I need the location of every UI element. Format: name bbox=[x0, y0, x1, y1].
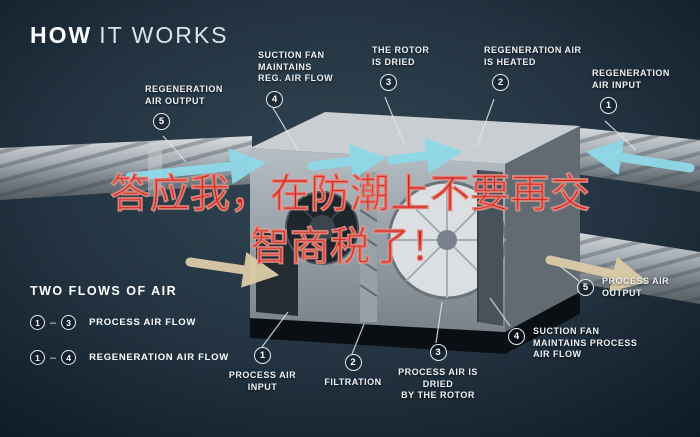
callout-filtration: 2 FILTRATION bbox=[320, 354, 386, 389]
callout-suction-fan-reg: SUCTION FAN MAINTAINS REG. AIR FLOW 4 bbox=[258, 50, 334, 109]
overlay-caption-line2: 智商税了！ bbox=[250, 223, 451, 270]
callout-number-badge: 5 bbox=[577, 279, 594, 297]
callout-label: PROCESS AIR OUTPUT bbox=[602, 276, 670, 298]
callout-label: REGENERATION AIR OUTPUT bbox=[145, 84, 223, 106]
page-title-light: IT WORKS bbox=[99, 22, 229, 48]
callout-number-badge: 4 bbox=[508, 328, 525, 345]
callout-number-badge: 2 bbox=[344, 354, 362, 371]
callout-label: SUCTION FAN MAINTAINS PROCESS AIR FLOW bbox=[533, 326, 638, 360]
callout-number-badge: 1 bbox=[254, 347, 271, 364]
legend-number-badge: 1 bbox=[30, 350, 45, 365]
left-duct bbox=[0, 136, 252, 200]
callout-label: PROCESS AIR IS DRIED BY THE ROTOR bbox=[398, 367, 478, 401]
callout-label: REGENERATION AIR IS HEATED bbox=[484, 45, 582, 67]
legend-title: TWO FLOWS OF AIR bbox=[30, 284, 178, 298]
legend-label: PROCESS AIR FLOW bbox=[89, 317, 197, 328]
overlay-caption: 答应我，在防潮上不要再交 智商税了！ bbox=[0, 168, 700, 274]
callout-label: PROCESS AIR INPUT bbox=[228, 370, 297, 392]
callout-number-badge: 4 bbox=[266, 91, 283, 109]
callout-rotor-dried: THE ROTOR IS DRIED 3 bbox=[372, 45, 430, 92]
legend-number-badge: 3 bbox=[61, 315, 77, 330]
legend-process-air-flow: 1 – 3 PROCESS AIR FLOW bbox=[30, 315, 196, 330]
callout-number-badge: 3 bbox=[380, 74, 397, 92]
leader-lines bbox=[162, 96, 637, 355]
process-airflow-arrows bbox=[185, 252, 649, 292]
page-title-bold: HOW bbox=[30, 22, 93, 48]
callout-label: FILTRATION bbox=[324, 377, 382, 387]
callout-regeneration-air-output: REGENERATION AIR OUTPUT 5 bbox=[145, 84, 223, 131]
callout-regeneration-air-heated: REGENERATION AIR IS HEATED 2 bbox=[484, 45, 582, 92]
legend-dash: – bbox=[50, 351, 57, 364]
callout-number-badge: 1 bbox=[600, 97, 617, 115]
callout-number-badge: 2 bbox=[492, 74, 509, 92]
legend-label: REGENERATION AIR FLOW bbox=[89, 352, 229, 363]
legend-number-badge: 1 bbox=[30, 315, 45, 330]
callout-number-badge: 5 bbox=[153, 113, 170, 131]
overlay-caption-line1: 答应我，在防潮上不要再交 bbox=[110, 171, 591, 218]
regeneration-airflow-arrows bbox=[125, 137, 695, 185]
machine-body bbox=[250, 112, 580, 354]
legend-dash: – bbox=[50, 316, 57, 329]
callout-regeneration-air-input: REGENERATION AIR INPUT 1 bbox=[592, 68, 670, 115]
callout-process-air-dried: 3 PROCESS AIR IS DRIED BY THE ROTOR bbox=[383, 344, 493, 402]
callout-label: THE ROTOR IS DRIED bbox=[372, 45, 430, 67]
legend-regeneration-air-flow: 1 – 4 REGENERATION AIR FLOW bbox=[30, 350, 229, 365]
callout-label: REGENERATION AIR INPUT bbox=[592, 68, 670, 90]
callout-number-badge: 3 bbox=[429, 344, 447, 361]
callout-process-air-output: 5 PROCESS AIR OUTPUT bbox=[577, 276, 669, 299]
legend-number-badge: 4 bbox=[61, 350, 77, 365]
callout-label: SUCTION FAN MAINTAINS REG. AIR FLOW bbox=[258, 50, 334, 84]
callout-suction-fan-process: 4 SUCTION FAN MAINTAINS PROCESS AIR FLOW bbox=[508, 326, 637, 361]
callout-process-air-input: 1 PROCESS AIR INPUT bbox=[225, 347, 300, 393]
